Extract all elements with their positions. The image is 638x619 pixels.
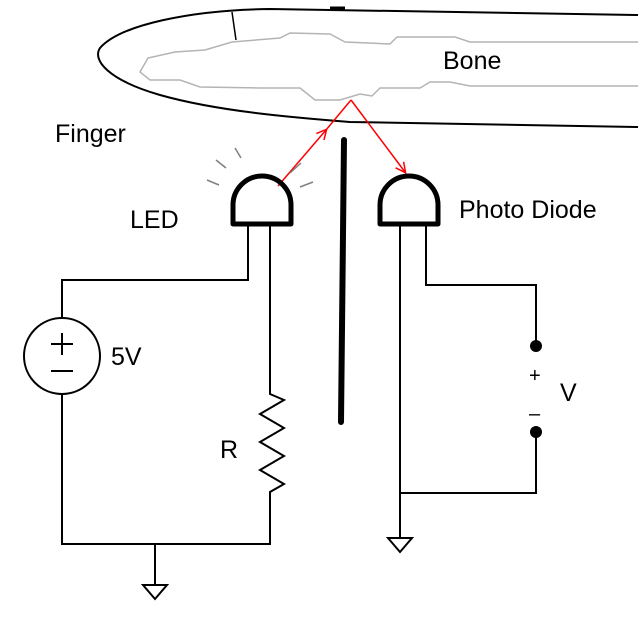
finger-outline <box>97 6 638 128</box>
photo-diode-label: Photo Diode <box>459 196 597 224</box>
bone-label: Bone <box>443 47 501 75</box>
terminal-positive-icon <box>530 340 542 352</box>
terminal-negative-icon <box>530 426 542 438</box>
voltage-source-icon <box>23 317 101 395</box>
led-icon <box>230 173 294 227</box>
circuit-wires <box>61 224 537 585</box>
output-voltage-label: V <box>560 379 577 407</box>
output-plus-label: + <box>529 365 541 387</box>
light-path <box>277 99 405 187</box>
light-barrier <box>338 137 347 425</box>
resistor-label: R <box>220 436 238 464</box>
ground-icon <box>385 537 415 554</box>
bone-outline <box>139 32 638 101</box>
output-terminals <box>530 340 542 438</box>
photo-diode <box>377 173 441 227</box>
led <box>230 173 294 227</box>
finger-label: Finger <box>55 120 126 148</box>
led-glow-rays <box>206 147 314 188</box>
output-minus-label: – <box>529 403 541 425</box>
ground-icon <box>140 584 170 601</box>
photo-diode-icon <box>377 173 441 227</box>
led-label: LED <box>130 206 179 234</box>
source-voltage-label: 5V <box>111 343 142 371</box>
voltage-source-5v <box>23 317 101 395</box>
resistor-icon <box>258 378 287 508</box>
